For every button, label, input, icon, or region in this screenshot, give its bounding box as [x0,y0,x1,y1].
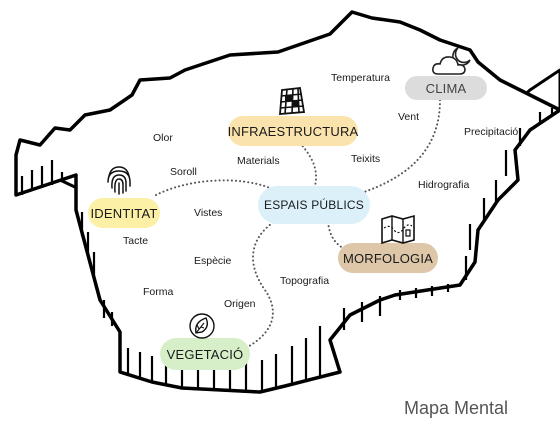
moon-cloud-icon [432,47,471,75]
keyword-forma: Forma [143,286,174,298]
connector-morfologia [327,221,359,256]
connector-identitat [155,179,271,196]
node-clima-label: CLIMA [425,80,467,96]
leaf-icon [189,313,215,339]
caption-mapa-mental: Mapa Mental [404,398,509,418]
node-vegetacio: VEGETACIÓ [160,338,250,370]
keyword-materials: Materials [237,155,280,167]
keyword-vistes: Vistes [194,207,223,219]
folded-map-icon [381,214,415,244]
node-infraestructura: INFRAESTRUCTURA [228,116,358,146]
keyword-precipitacio: Precipitació [464,126,519,138]
node-espais-publics-label: ESPAIS PÚBLICS [264,198,364,212]
node-morfologia: MORFOLOGIA [338,243,438,273]
node-clima: CLIMA [405,76,487,100]
node-infraestructura-label: INFRAESTRUCTURA [227,123,359,139]
node-morfologia-label: MORFOLOGIA [342,250,434,266]
keyword-topografia: Topografia [280,275,330,287]
keyword-olor: Olor [153,132,173,144]
keyword-hidrografia: Hidrografia [418,179,470,191]
grid-globe-icon [279,87,306,115]
keyword-soroll: Soroll [170,166,197,178]
keyword-especie: Espècie [194,255,232,267]
keyword-temperatura: Temperatura [331,72,390,84]
node-identitat-label: IDENTITAT [90,205,158,221]
connectors [155,99,441,353]
node-identitat: IDENTITAT [88,198,160,228]
keyword-origen: Origen [224,298,256,310]
fingerprint-icon [107,166,131,195]
node-espais-publics: ESPAIS PÚBLICS [258,186,370,224]
keyword-tacte: Tacte [123,235,149,247]
connector-vegetacio [237,217,281,353]
keyword-teixits: Teixits [351,153,381,165]
node-vegetacio-label: VEGETACIÓ [166,346,244,362]
keyword-vent: Vent [398,111,420,123]
wall-ribs [20,108,554,391]
